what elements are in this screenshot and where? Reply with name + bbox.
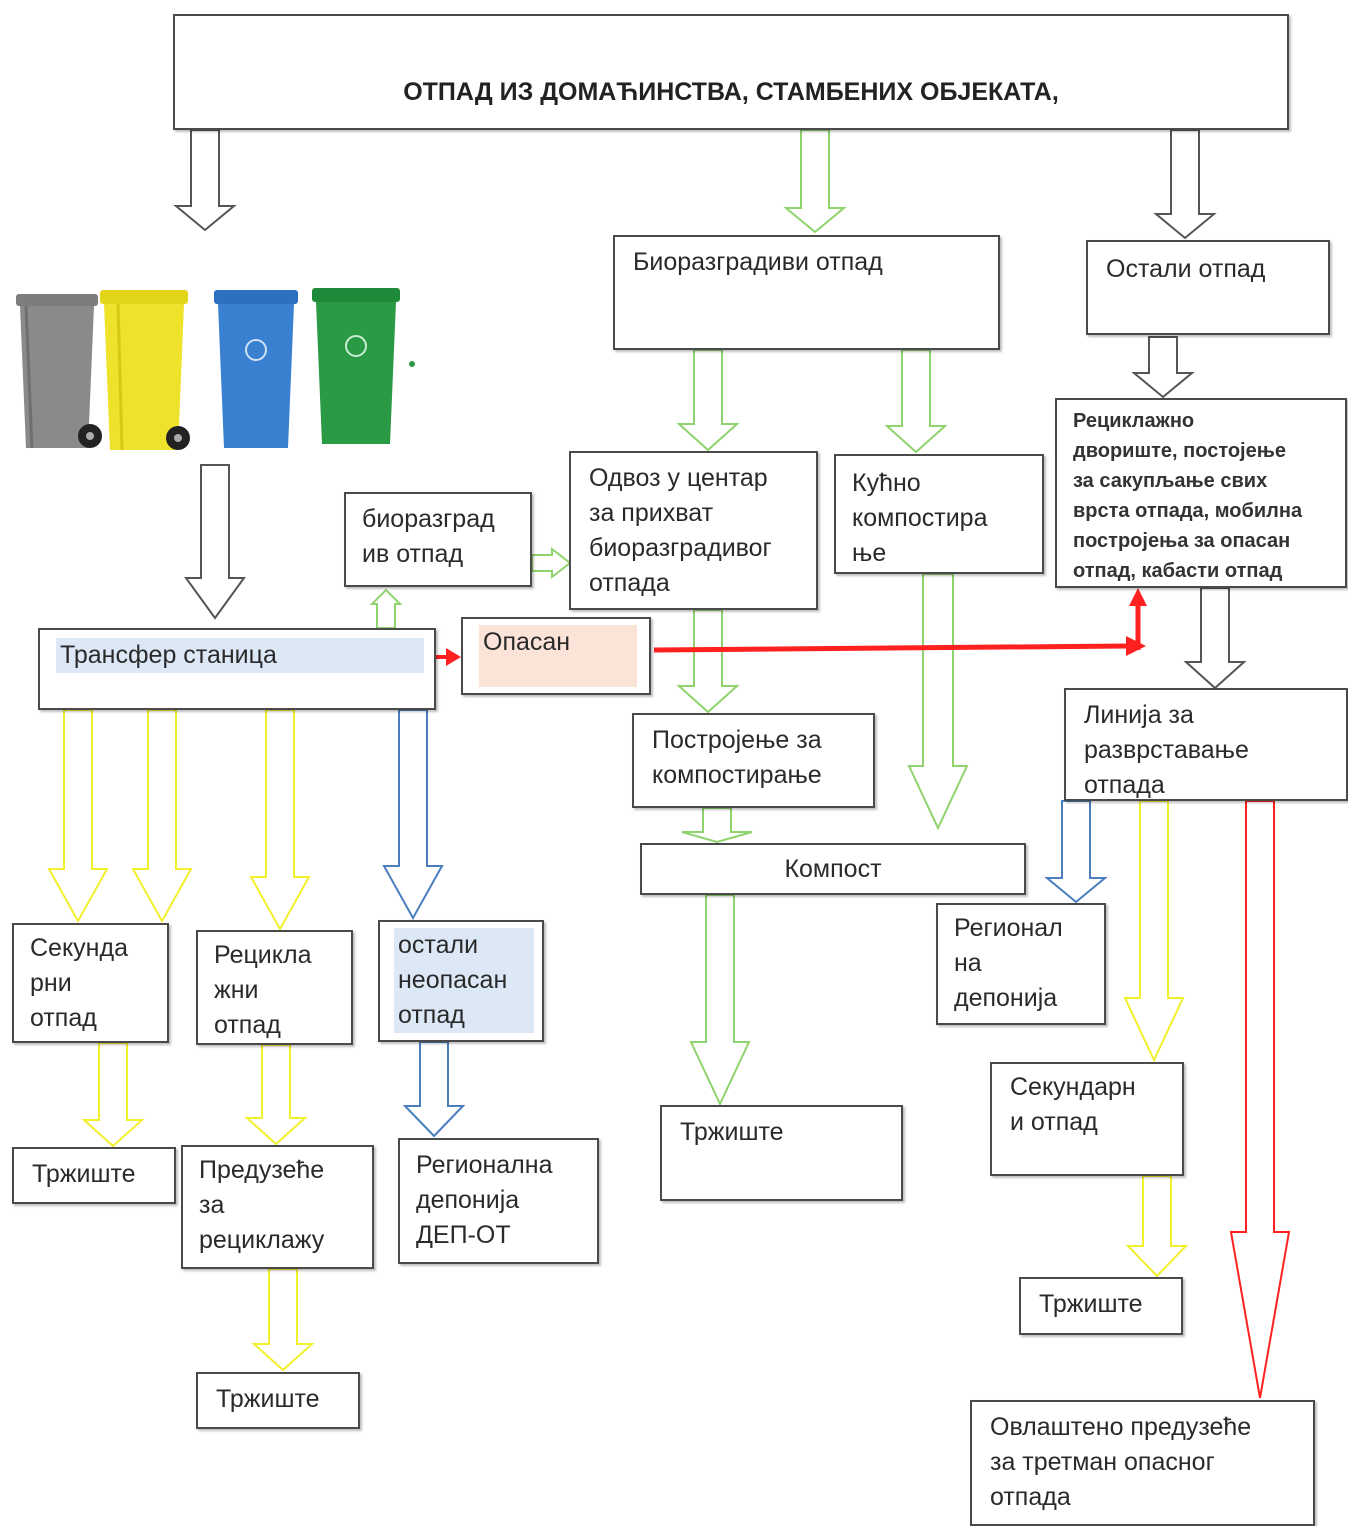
- top-source-box: ОТПАД ИЗ ДОМАЋИНСТВА, СТАМБЕНИХ ОБЈЕКАТА…: [173, 14, 1289, 130]
- hazardous-box: Опасан: [461, 617, 651, 695]
- top-source-label: ОТПАД ИЗ ДОМАЋИНСТВА, СТАМБЕНИХ ОБЈЕКАТА…: [403, 78, 1059, 106]
- arrow-bio-to-transport: [676, 349, 740, 452]
- bin-yellow-icon: [100, 290, 190, 451]
- recycling-company-box: Предузеће за рециклажу: [181, 1145, 374, 1269]
- secondary-waste-right-box: Секундарн и отпад: [990, 1062, 1184, 1176]
- compost-label: Компост: [784, 855, 882, 883]
- biodegradable-small-label: биоразград ив отпад: [362, 505, 495, 568]
- bin-gray-icon: [16, 294, 102, 449]
- compost-box: Компост: [640, 843, 1026, 895]
- home-composting-box: Кућно компостира ње: [834, 454, 1044, 574]
- other-waste-label: Остали отпад: [1106, 255, 1266, 283]
- arrow-bio-small-to-transport: [531, 546, 572, 580]
- arrow-sorting-to-regional: [1044, 800, 1108, 904]
- arrow-other-to-yard: [1131, 336, 1195, 399]
- market-box-4: Тржиште: [1019, 1277, 1183, 1335]
- market-label-4: Тржиште: [1039, 1290, 1143, 1318]
- transfer-station-label: Трансфер станица: [56, 638, 424, 673]
- hazardous-label: Опасан: [483, 628, 571, 656]
- market-box-2: Тржиште: [660, 1105, 903, 1201]
- hazardous-fill: [479, 625, 637, 687]
- arrow-sorting-to-authorized: [1229, 800, 1291, 1399]
- arrow-top-to-other: [1153, 129, 1217, 240]
- transport-center-box: Одвоз у центар за прихват биоразградивог…: [569, 451, 818, 610]
- arrow-transfer-to-secondary-2: [131, 709, 193, 924]
- arrow-bio-to-home: [884, 349, 948, 454]
- arrow-compost-to-market: [689, 894, 751, 1107]
- arrow-transfer-to-other-nonhaz: [382, 709, 444, 921]
- arrow-top-to-bio: [783, 129, 847, 234]
- biodegradable-waste-box: Биоразградиви отпад: [613, 235, 1000, 350]
- sorting-line-box: Линија за разврставање отпада: [1064, 688, 1348, 801]
- secondary-waste-left-label: Секунда рни отпад: [30, 934, 128, 1032]
- biodegradable-waste-label: Биоразградиви отпад: [633, 248, 883, 276]
- compost-plant-box: Постројење за компостирање: [632, 713, 875, 808]
- sorting-line-label: Линија за разврставање отпада: [1084, 701, 1249, 799]
- arrow-yard-to-sorting: [1183, 587, 1247, 690]
- waste-bins-illustration: [16, 288, 415, 451]
- other-nonhazardous-box: остали неопасан отпад: [378, 920, 544, 1042]
- market-box-3: Тржиште: [196, 1372, 360, 1429]
- arrow-transfer-to-secondary-1: [47, 709, 109, 924]
- secondary-waste-left-box: Секунда рни отпад: [12, 923, 169, 1043]
- arrow-recyclable-to-company: [244, 1044, 308, 1146]
- arrow-transfer-to-hazardous-head: [446, 648, 461, 666]
- bin-green-icon: [312, 288, 415, 444]
- arrow-nonhaz-to-landfill: [402, 1041, 466, 1138]
- recycling-yard-label: Рециклажно двориште, постојење за сакупљ…: [1073, 410, 1303, 582]
- regional-landfill-right-box: Регионал на депонија: [936, 903, 1106, 1025]
- compost-plant-label: Постројење за компостирање: [652, 726, 822, 789]
- market-label-1: Тржиште: [32, 1160, 136, 1188]
- arrow-transfer-to-bio-small: [369, 588, 403, 629]
- market-label-2: Тржиште: [680, 1118, 784, 1146]
- arrow-transfer-to-recyclable: [249, 709, 311, 932]
- arrow-hazardous-to-yard-line: [653, 643, 1129, 653]
- recyclable-waste-label: Рецикла жни отпад: [214, 941, 312, 1039]
- arrow-bins-to-transfer: [184, 464, 246, 620]
- bin-blue-icon: [214, 290, 298, 448]
- regional-landfill-right-label: Регионал на депонија: [954, 914, 1063, 1012]
- recycling-company-label: Предузеће за рециклажу: [199, 1156, 325, 1254]
- recycling-yard-box: Рециклажно двориште, постојење за сакупљ…: [1055, 398, 1347, 588]
- home-composting-label: Кућно компостира ње: [852, 469, 988, 567]
- regional-landfill-dep-box: Регионална депонија ДЕП-ОТ: [398, 1138, 599, 1264]
- authorized-company-box: Овлаштено предузеће за третман опасног о…: [970, 1400, 1315, 1526]
- arrow-company-to-market: [251, 1268, 315, 1372]
- arrow-home-to-compost: [907, 573, 969, 831]
- arrow-sorting-to-secondary: [1123, 800, 1185, 1063]
- biodegradable-small-box: биоразград ив отпад: [344, 492, 532, 587]
- arrow-red-riser-head: [1129, 588, 1147, 606]
- transfer-station-box: Трансфер станица: [38, 628, 436, 710]
- secondary-waste-right-label: Секундарн и отпад: [1010, 1073, 1136, 1136]
- recyclable-waste-box: Рецикла жни отпад: [196, 930, 353, 1045]
- arrow-secondary-right-to-market: [1125, 1175, 1189, 1278]
- market-box-1: Тржиште: [12, 1147, 176, 1204]
- arrow-transport-to-plant: [676, 609, 740, 714]
- arrow-secondary-to-market: [81, 1042, 145, 1148]
- other-nonhazardous-label: остали неопасан отпад: [394, 928, 534, 1033]
- market-label-3: Тржиште: [216, 1385, 320, 1413]
- arrow-top-to-bins: [173, 129, 237, 232]
- regional-landfill-dep-label: Регионална депонија ДЕП-ОТ: [416, 1151, 553, 1249]
- authorized-company-label: Овлаштено предузеће за третман опасног о…: [990, 1413, 1252, 1511]
- other-waste-box: Остали отпад: [1086, 240, 1330, 335]
- transport-center-label: Одвоз у центар за прихват биоразградивог…: [589, 464, 772, 597]
- arrow-plant-to-compost: [681, 807, 753, 844]
